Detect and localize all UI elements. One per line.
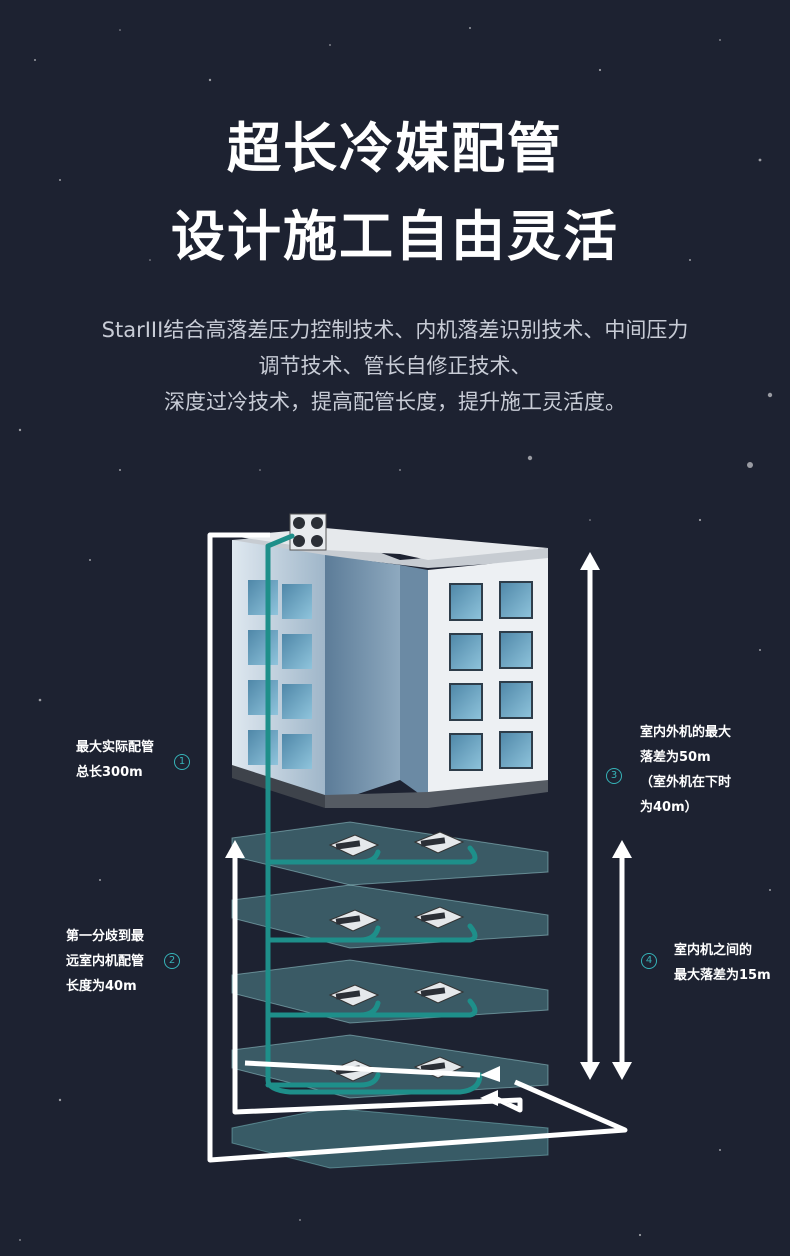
building-pipe-diagram xyxy=(207,513,632,1169)
annotation-1-line1: 最大实际配管 xyxy=(76,740,155,755)
annotation-2-number: 2 xyxy=(164,953,180,969)
annotation-3-number: 3 xyxy=(606,768,622,784)
floor-slabs xyxy=(231,821,549,1169)
annotation-3-line3: （室外机在下时 xyxy=(640,775,732,790)
indoor-unit-icon xyxy=(328,831,465,1082)
description-line2: 调节技术、管长自修正技术、 xyxy=(258,354,532,378)
annotation-3-line2: 落差为50m xyxy=(640,750,711,765)
annotation-1-number: 1 xyxy=(174,754,190,770)
description-line1: StarIII结合高落差压力控制技术、内机落差识别技术、中间压力 xyxy=(101,318,689,342)
annotation-1-line2: 总长300m xyxy=(76,765,143,780)
page-title-line1: 超长冷媒配管 xyxy=(227,117,563,180)
annotation-3-text: 室内外机的最大 落差为50m （室外机在下时 为40m） xyxy=(640,720,731,820)
annotation-4-line2: 最大落差为15m xyxy=(674,968,771,983)
annotation-3-line4: 为40m） xyxy=(640,800,698,815)
annotation-4-line1: 室内机之间的 xyxy=(674,943,753,958)
dimension-arrows xyxy=(207,532,628,1163)
annotation-2-line3: 长度为40m xyxy=(66,979,137,994)
annotation-1-text: 最大实际配管 总长300m xyxy=(76,735,154,785)
outdoor-unit-icon xyxy=(289,513,327,551)
annotation-4-number: 4 xyxy=(641,953,657,969)
refrigerant-pipes xyxy=(265,533,483,1095)
annotation-3-line1: 室内外机的最大 xyxy=(640,725,732,740)
annotation-2-line1: 第一分歧到最 xyxy=(66,929,145,944)
annotation-4-text: 室内机之间的 最大落差为15m xyxy=(674,938,771,988)
annotation-2-text: 第一分歧到最 远室内机配管 长度为40m xyxy=(66,924,144,999)
description: StarIII结合高落差压力控制技术、内机落差识别技术、中间压力 调节技术、管长… xyxy=(40,312,750,420)
arrow-heads xyxy=(225,552,632,1106)
annotation-2-line2: 远室内机配管 xyxy=(66,954,145,969)
page-title-line2: 设计施工自由灵活 xyxy=(171,205,619,268)
description-line3: 深度过冷技术，提高配管长度，提升施工灵活度。 xyxy=(164,390,626,414)
building-icon xyxy=(232,528,548,808)
